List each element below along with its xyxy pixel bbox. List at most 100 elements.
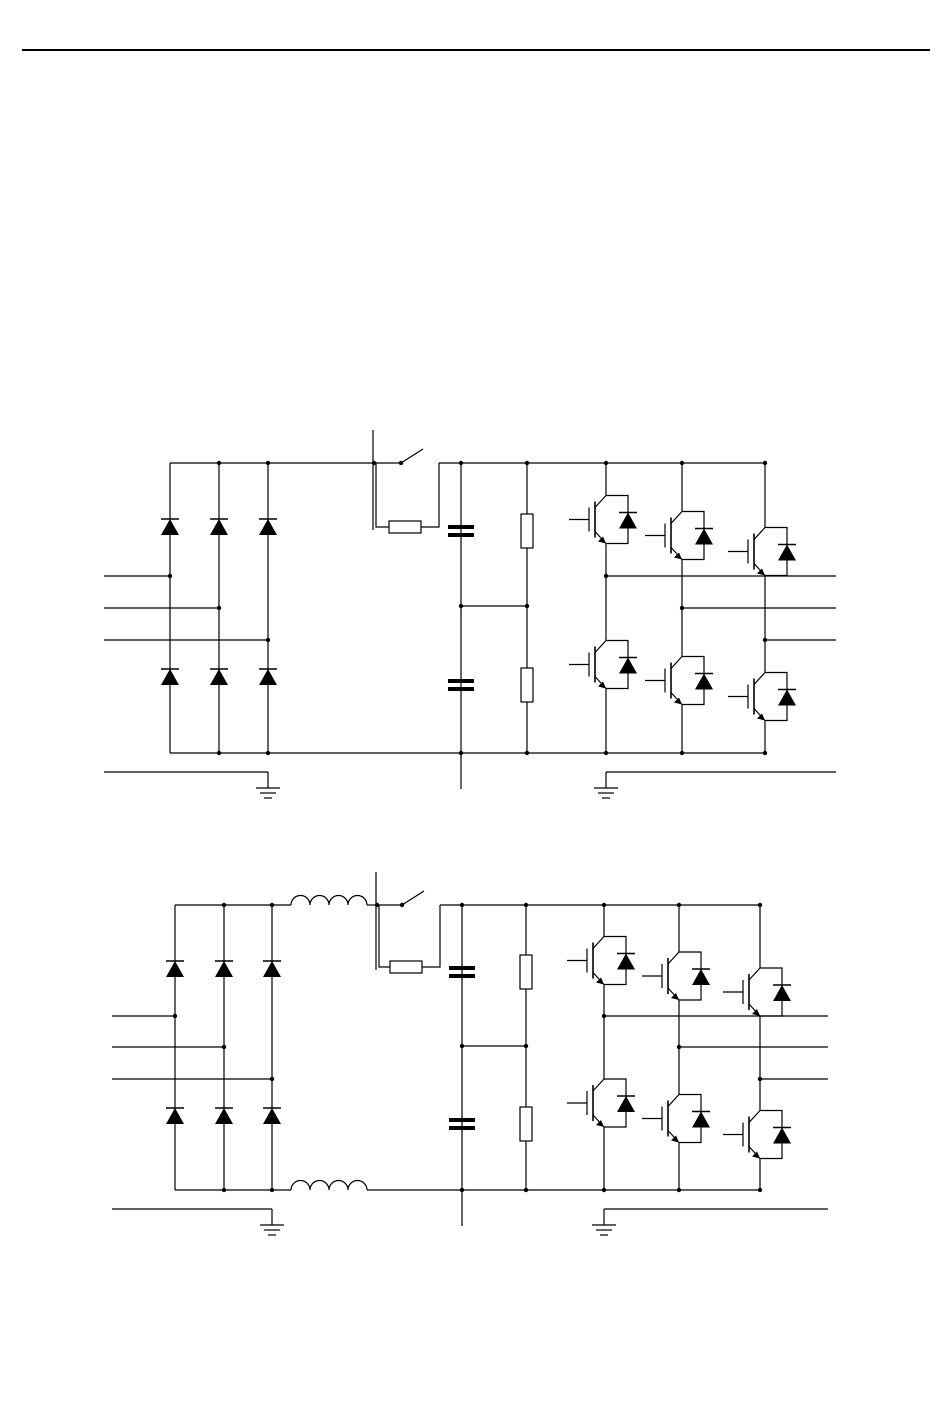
diode-triangle [215,1108,233,1124]
emitter-arrow [752,1009,760,1016]
ground-symbol [594,788,618,798]
diode [210,669,228,685]
igbt-switch [728,640,796,753]
ground-symbol [260,1225,284,1235]
diode-triangle [210,669,228,685]
diode [773,985,791,1001]
balancing-resistor [520,955,532,989]
diode-triangle [263,1108,281,1124]
diode-triangle [773,1128,791,1144]
diode [695,674,713,690]
wire [593,1079,604,1091]
wire [668,952,679,964]
diode [263,1108,281,1124]
diode [161,519,179,535]
diode [259,669,277,685]
wire [671,512,682,524]
precharge-resistor [389,521,421,533]
wire [749,968,760,980]
diode [210,519,228,535]
wire [377,905,390,967]
igbt-switch [723,905,791,1079]
diode [617,954,635,970]
diode-triangle [259,669,277,685]
relay-contact [401,449,423,463]
igbt-switch [723,1079,791,1190]
emitter-arrow [596,978,604,985]
wire [595,641,606,653]
emitter-arrow [674,553,682,560]
wire [754,528,765,540]
diode [619,513,637,529]
diode [695,529,713,545]
emitter-arrow [674,698,682,705]
wire [749,1111,760,1123]
diode [617,1096,635,1112]
junction-dot [677,1045,681,1049]
wire [671,657,682,669]
balancing-resistor [521,514,533,548]
igbt-switch [569,576,637,753]
circuit-without-reactors [104,430,836,798]
junction-dot [604,574,608,578]
ground-symbol [592,1225,616,1235]
ground-symbol [256,788,280,798]
diode-triangle [263,961,281,977]
diode-triangle [773,985,791,1001]
wire [374,463,389,527]
junction-dot [758,1077,762,1081]
igbt-switch [642,905,710,1047]
diode [259,519,277,535]
junction-dot [680,606,684,610]
igbt-switch [567,905,635,1016]
igbt-switch [642,1047,710,1190]
junction-dot [763,638,767,642]
emitter-arrow [596,1120,604,1127]
diode-triangle [210,519,228,535]
diode [619,658,637,674]
diode-triangle [617,954,635,970]
igbt-switch [569,463,637,576]
diode-triangle [778,545,796,561]
diode [778,690,796,706]
diode-triangle [692,1112,710,1128]
diode [166,1108,184,1124]
diode [263,961,281,977]
diode [166,961,184,977]
diode-triangle [166,1108,184,1124]
diode [161,669,179,685]
emitter-arrow [671,1136,679,1143]
emitter-arrow [671,993,679,1000]
emitter-arrow [598,682,606,689]
wire [593,937,604,949]
diode-triangle [161,669,179,685]
diode-triangle [166,961,184,977]
diode-triangle [695,674,713,690]
wire [422,905,440,967]
diode [778,545,796,561]
wire [668,1095,679,1107]
diode-triangle [619,513,637,529]
junction-dot [602,1014,606,1018]
igbt-switch [567,1016,635,1190]
reactor-coil [291,1181,367,1191]
diode-triangle [161,519,179,535]
balancing-resistor [520,1107,532,1141]
igbt-switch [645,608,713,753]
diode [773,1128,791,1144]
emitter-arrow [757,569,765,576]
dc-reactor [291,1181,367,1191]
diode-triangle [695,529,713,545]
igbt-switch [728,463,796,640]
igbt-switch [645,463,713,608]
diode-triangle [619,658,637,674]
diode-triangle [692,969,710,985]
diode-triangle [215,961,233,977]
diode [215,1108,233,1124]
relay-contact [402,891,424,905]
diode-triangle [259,519,277,535]
circuit-with-dc-reactors [112,872,828,1235]
emitter-arrow [757,714,765,721]
balancing-resistor [521,668,533,702]
emitter-arrow [598,537,606,544]
